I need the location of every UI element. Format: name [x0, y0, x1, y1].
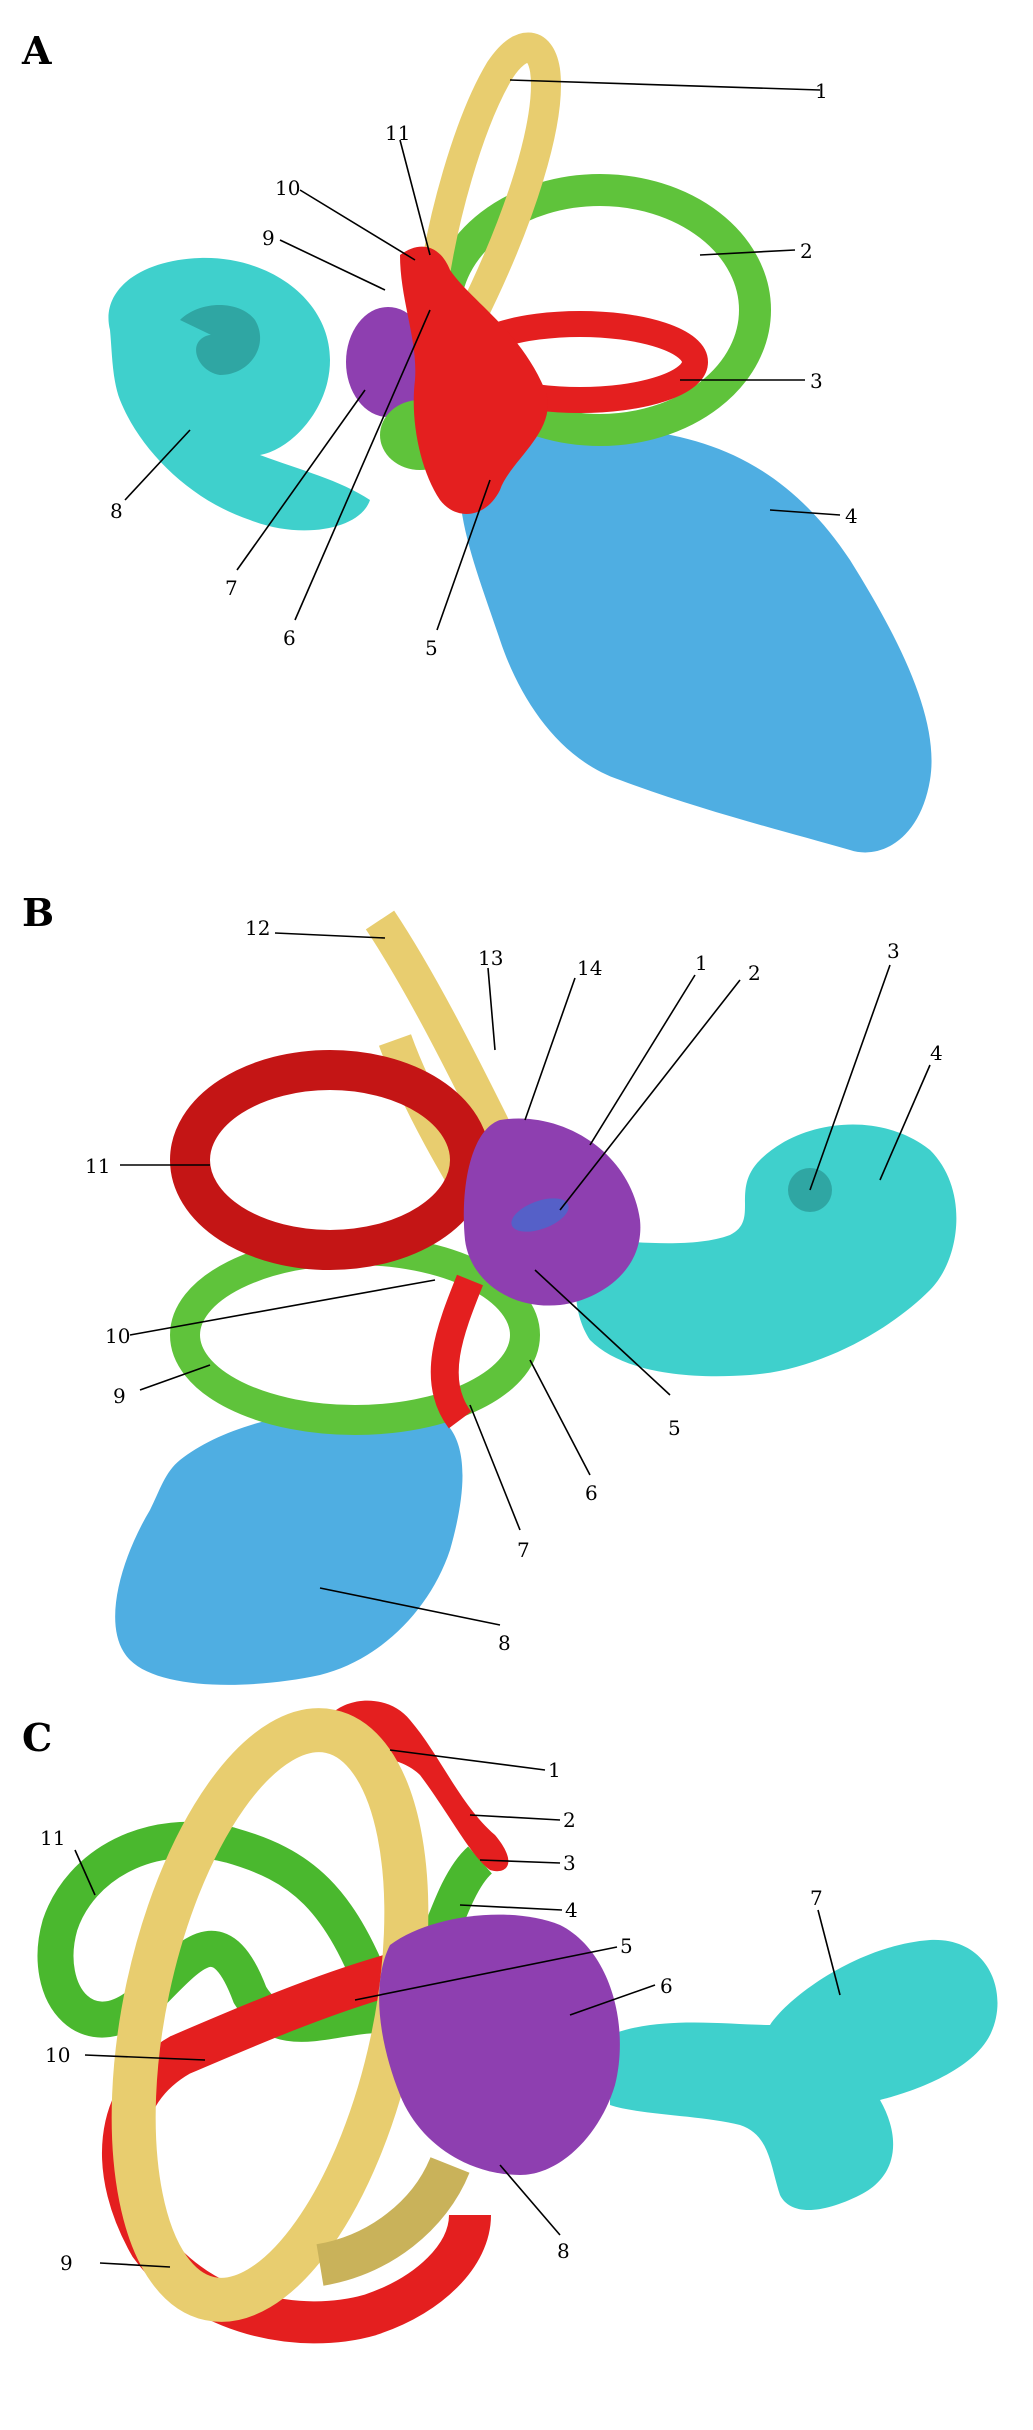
a-label-1: 1 — [815, 79, 828, 103]
panel-b-figure: 1 2 3 4 5 6 7 8 9 10 11 12 13 14 — [0, 860, 1033, 1695]
a-label-4: 4 — [845, 504, 858, 528]
b-label-8: 8 — [498, 1631, 511, 1655]
c-label-11: 11 — [40, 1826, 65, 1850]
b-label-10: 10 — [105, 1324, 130, 1348]
c-label-1: 1 — [548, 1758, 561, 1782]
b-label-4: 4 — [930, 1041, 943, 1065]
c-label-10: 10 — [45, 2043, 70, 2067]
c-label-8: 8 — [557, 2239, 570, 2263]
b-label-12: 12 — [245, 916, 270, 940]
b-label-6: 6 — [585, 1481, 598, 1505]
b-label-2: 2 — [748, 961, 761, 985]
a-label-5: 5 — [425, 636, 438, 660]
c-label-2: 2 — [563, 1808, 576, 1832]
c-label-3: 3 — [563, 1851, 576, 1875]
c-label-6: 6 — [660, 1974, 673, 1998]
a-label-3: 3 — [810, 369, 823, 393]
c-label-7: 7 — [810, 1886, 823, 1910]
a-blue-sac — [459, 427, 931, 852]
b-label-3: 3 — [887, 939, 900, 963]
panel-c-figure: 1 2 3 4 5 6 7 8 9 10 11 — [0, 1695, 1033, 2430]
panel-a-figure: 1 2 3 4 5 6 7 8 9 10 11 — [0, 0, 1033, 860]
c-label-4: 4 — [565, 1898, 578, 1922]
a-label-10: 10 — [275, 176, 300, 200]
a-label-8: 8 — [110, 499, 123, 523]
a-label-2: 2 — [800, 239, 813, 263]
b-red-canal — [190, 1070, 470, 1250]
b-label-9: 9 — [113, 1384, 126, 1408]
a-cyan-cochlea — [108, 258, 370, 530]
panel-c: C 1 2 3 4 — [0, 1695, 1033, 2430]
a-label-9: 9 — [262, 226, 275, 250]
b-label-14: 14 — [577, 956, 602, 980]
c-label-5: 5 — [620, 1934, 633, 1958]
a-label-6: 6 — [283, 626, 296, 650]
c-label-9: 9 — [60, 2251, 73, 2275]
b-label-7: 7 — [517, 1538, 530, 1562]
b-green-canal — [185, 1250, 525, 1420]
a-label-11: 11 — [385, 121, 410, 145]
b-blue-sac — [115, 1407, 462, 1684]
b-label-5: 5 — [668, 1416, 681, 1440]
panel-b: B — [0, 860, 1033, 1695]
b-label-11: 11 — [85, 1154, 110, 1178]
b-label-1: 1 — [695, 951, 708, 975]
b-label-13: 13 — [478, 946, 503, 970]
panel-a: A 1 2 — [0, 0, 1033, 860]
a-label-7: 7 — [225, 576, 238, 600]
